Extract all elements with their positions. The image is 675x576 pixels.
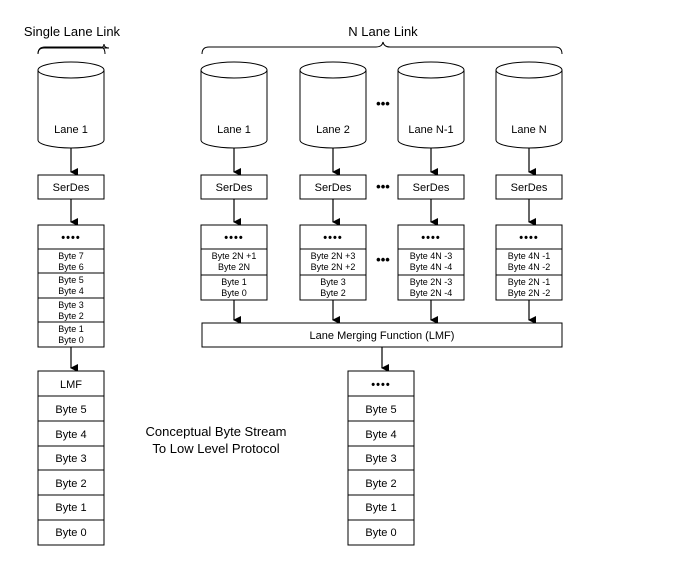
lane-byte: Byte 4N -4 [410,262,453,272]
lane-dots: •••• [519,232,538,244]
lane-dots: •••• [323,232,342,244]
serdes-box [495,174,563,200]
single-lane-cylinder [37,61,105,149]
lane-byte: Byte 2N +1 [212,251,257,261]
lane-byte: Byte 4N -2 [508,262,551,272]
single-lane-serdes-box [37,174,105,200]
single-lane-title: Single Lane Link [24,24,121,39]
lane-byte: Byte 4N -3 [410,251,453,261]
single-lane-label: Lane 1 [54,124,88,136]
lane-byte: Byte 2N -2 [508,288,551,298]
lane-cylinder [200,61,268,149]
lane-label: Lane 2 [316,124,350,136]
lane-byte: Byte 1 [221,277,247,287]
single-lane-byte: Byte 1 [58,324,84,334]
single-lane-byte: Byte 5 [58,275,84,285]
n-stream-cell: Byte 5 [365,404,396,416]
lmf-label: Lane Merging Function (LMF) [310,330,455,342]
lane-cylinder [397,61,465,149]
single-lane-byte: Byte 0 [58,335,84,345]
single-lane-column: Lane 1 SerDes •••• Byte 7 Byte 6 Byte 5 … [37,61,105,546]
single-stream-cell: Byte 2 [55,478,86,490]
lane-dots: •••• [421,232,440,244]
single-lane-output-stream: LMF Byte 5 Byte 4 Byte 3 Byte 2 Byte 1 B… [37,370,105,546]
lane-ellipsis: ••• [376,96,390,111]
lane-byte: Byte 2N -3 [410,277,453,287]
lane-label: Lane N [511,124,547,136]
lane-byte: Byte 2N +3 [311,251,356,261]
lane-byte: Byte 2N +2 [311,262,356,272]
single-stream-cell: Byte 0 [55,527,86,539]
lane-byte: Byte 3 [320,277,346,287]
lane-byte: Byte 4N -1 [508,251,551,261]
single-lane-byte: Byte 4 [58,286,84,296]
single-lane-byte: Byte 7 [58,251,84,261]
lane-byte-stack [299,224,367,301]
n-stream-cell: Byte 2 [365,478,396,490]
n-stream-cell: Byte 0 [365,527,396,539]
bytes-ellipsis: ••• [376,252,390,267]
lane-dots: •••• [224,232,243,244]
single-lane-byte: Byte 6 [58,262,84,272]
single-stream-cell: Byte 5 [55,404,86,416]
single-stream-cell: LMF [60,379,82,391]
single-lane-brace [37,43,110,55]
n-stream-cell: Byte 4 [365,429,396,441]
single-lane-byte: Byte 2 [58,311,84,321]
lane-byte-stack [200,224,268,301]
single-stream-cell: Byte 4 [55,429,86,441]
n-stream-cell: Byte 1 [365,502,396,514]
n-lane-brace [201,41,563,55]
single-lane-byte-stack [37,224,105,348]
lane-byte: Byte 0 [221,288,247,298]
serdes-label: SerDes [413,182,450,194]
single-lane-dots: •••• [61,232,80,244]
single-stream-cell: Byte 3 [55,453,86,465]
single-lane-brace-line [37,46,106,55]
caption-line-1: Conceptual Byte Stream [146,424,287,439]
lane-byte: Byte 2N -4 [410,288,453,298]
serdes-label: SerDes [315,182,352,194]
n-lane-output-stream: •••• Byte 5 Byte 4 Byte 3 Byte 2 Byte 1 … [347,370,415,546]
n-stream-cell: Byte 3 [365,453,396,465]
lane-byte: Byte 2 [320,288,346,298]
serdes-ellipsis: ••• [376,179,390,194]
single-lane-serdes-label: SerDes [53,182,90,194]
n-lane-title: N Lane Link [348,24,418,39]
serdes-box [299,174,367,200]
lane-label: Lane N-1 [408,124,453,136]
lmf-box [201,322,563,348]
lane-byte: Byte 2N [218,262,250,272]
serdes-label: SerDes [511,182,548,194]
lane-byte: Byte 2N -1 [508,277,551,287]
n-stream-dots: •••• [371,379,390,391]
lane-label: Lane 1 [217,124,251,136]
single-lane-byte: Byte 3 [58,300,84,310]
serdes-label: SerDes [216,182,253,194]
lane-byte-stack [397,224,465,301]
single-stream-cell: Byte 1 [55,502,86,514]
serdes-box [397,174,465,200]
caption-line-2: To Low Level Protocol [152,441,279,456]
